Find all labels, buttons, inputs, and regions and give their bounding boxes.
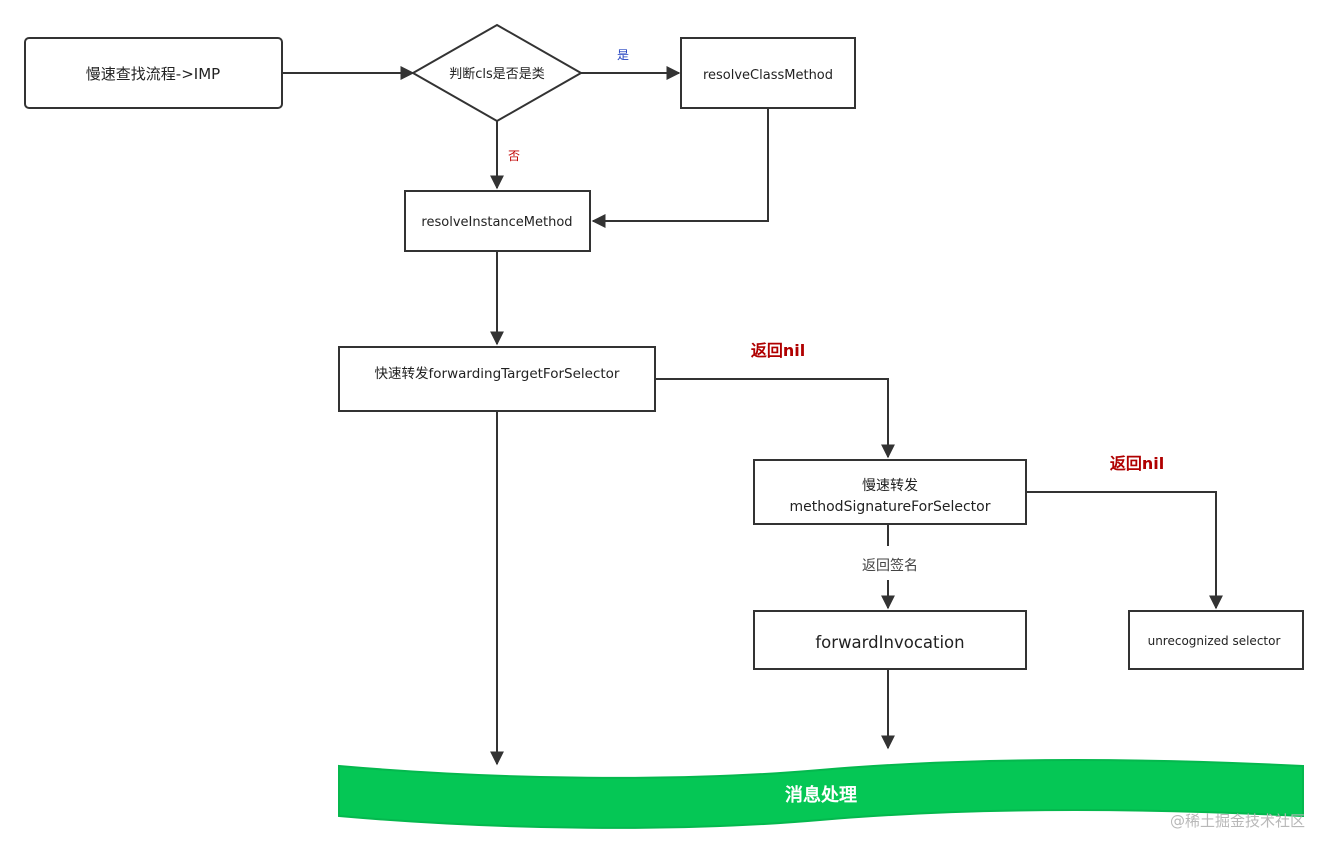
edge-resolve-class-to-resolve-instance xyxy=(591,108,769,228)
node-slow-forwarding-label-line1: 慢速转发 xyxy=(862,477,918,494)
node-resolve-class-method-box xyxy=(680,37,856,109)
node-forward-invocation-box xyxy=(753,610,1027,670)
message-handling-banner xyxy=(338,759,1304,829)
node-unrecognized-selector-label: unrecognized selector xyxy=(1148,634,1281,648)
edge-slow-forwarding-to-unrecognized xyxy=(1026,491,1223,610)
node-slow-forwarding-label-line2: methodSignatureForSelector xyxy=(790,499,991,515)
edge-fast-forwarding-to-slow-forwarding xyxy=(655,378,895,459)
node-message-handling: 消息处理 xyxy=(338,759,1304,829)
node-slow-lookup-box xyxy=(24,37,283,109)
node-resolve-instance-method-label: resolveInstanceMethod xyxy=(421,215,572,230)
edge-label-return-nil-1: 返回nil xyxy=(751,341,805,360)
node-resolve-class-method-label: resolveClassMethod xyxy=(703,68,833,83)
edge-label-no: 否 xyxy=(508,149,520,163)
node-slow-lookup-label: 慢速查找流程->IMP xyxy=(86,65,220,83)
node-slow-forwarding: 慢速转发 methodSignatureForSelector xyxy=(753,459,1027,525)
edge-label-yes: 是 xyxy=(617,48,629,62)
node-slow-lookup: 慢速查找流程->IMP xyxy=(24,37,283,109)
message-handling-label: 消息处理 xyxy=(785,784,857,806)
node-is-class-decision: 判断cls是否是类 xyxy=(410,23,584,123)
node-is-class-decision-label: 判断cls是否是类 xyxy=(449,67,545,82)
node-forward-invocation-label: forwardInvocation xyxy=(815,633,964,652)
node-fast-forwarding: 快速转发forwardingTargetForSelector xyxy=(338,346,656,412)
edge-label-return-nil-2: 返回nil xyxy=(1110,454,1164,473)
node-is-class-decision-diamond xyxy=(410,23,584,123)
node-slow-forwarding-box xyxy=(753,459,1027,525)
node-resolve-instance-method-box xyxy=(404,190,591,252)
node-resolve-instance-method: resolveInstanceMethod xyxy=(404,190,591,252)
node-fast-forwarding-label: 快速转发forwardingTargetForSelector xyxy=(375,366,620,382)
node-resolve-class-method: resolveClassMethod xyxy=(680,37,856,109)
node-unrecognized-selector-box xyxy=(1128,610,1304,670)
node-unrecognized-selector: unrecognized selector xyxy=(1128,610,1304,670)
node-fast-forwarding-box xyxy=(338,346,656,412)
watermark: @稀土掘金技术社区 xyxy=(1170,812,1305,830)
edges xyxy=(282,66,1223,766)
edge-label-return-signature: 返回签名 xyxy=(862,557,918,574)
node-forward-invocation: forwardInvocation xyxy=(753,610,1027,670)
